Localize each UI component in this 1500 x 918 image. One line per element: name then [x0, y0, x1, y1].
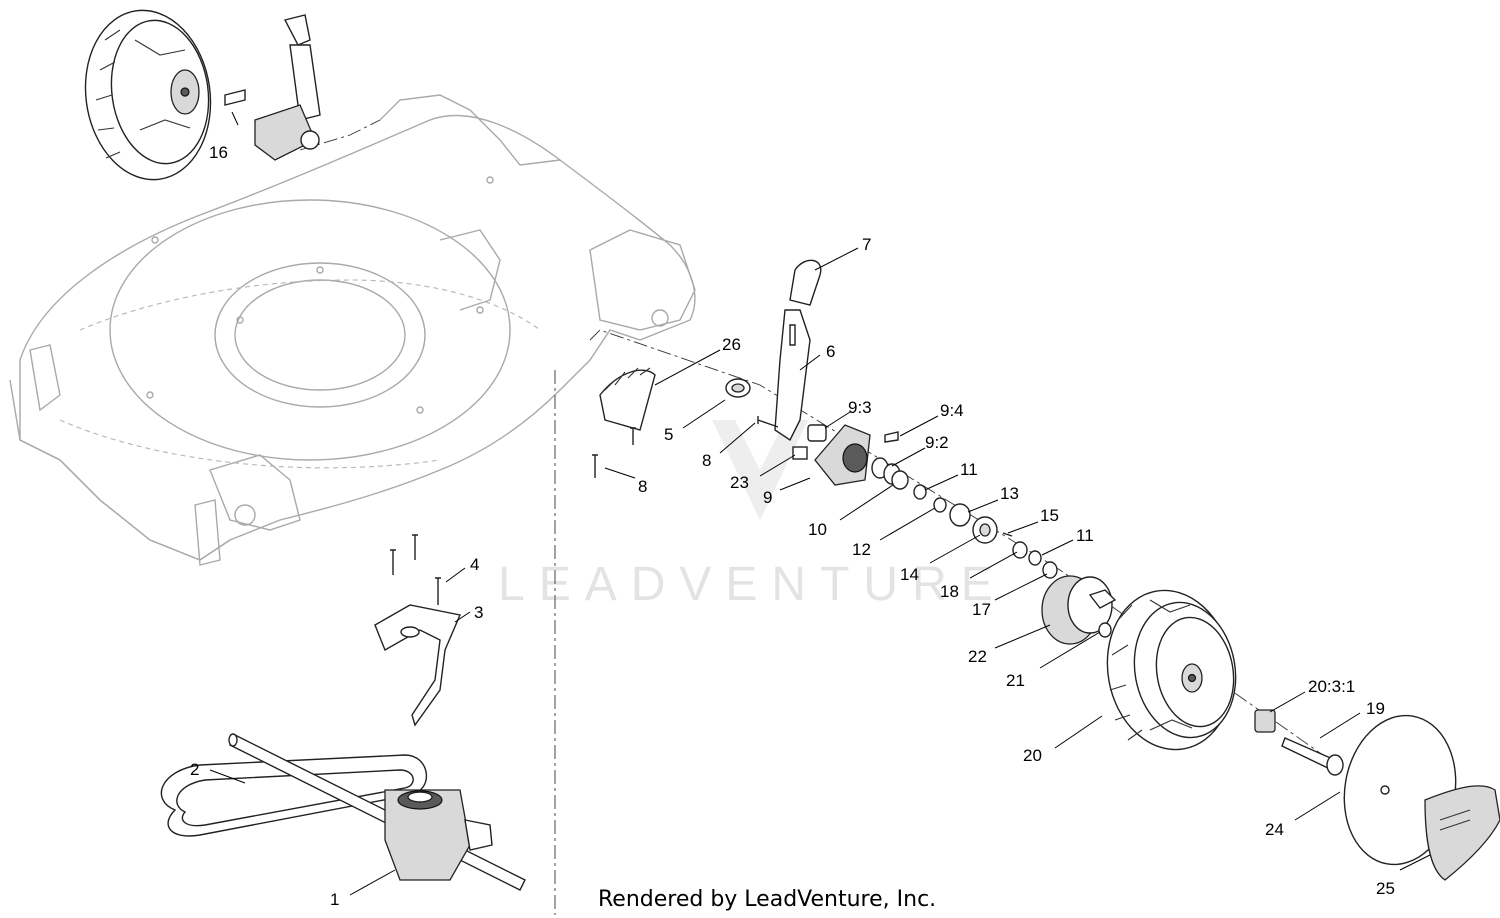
rear-wheel-20 [1106, 589, 1237, 751]
bolt-8-plate [630, 427, 636, 445]
clip-17 [1042, 561, 1058, 579]
top-left-wheel [84, 9, 212, 181]
callout-22: 22 [968, 647, 987, 666]
callout-5: 5 [664, 425, 673, 444]
callout-25: 25 [1376, 879, 1395, 898]
callout-8-bottom: 8 [638, 477, 647, 496]
callout-18: 18 [940, 582, 959, 601]
clip-12 [933, 497, 947, 513]
callout-9-2: 9:2 [925, 433, 949, 452]
wheel-gear-22 [1041, 575, 1117, 645]
callout-15: 15 [1040, 506, 1059, 525]
callout-8-middle: 8 [702, 451, 711, 470]
shoulder-bolt-19 [1281, 737, 1344, 776]
guide-line-top [299, 119, 381, 151]
bushing-20-3-1 [1254, 709, 1276, 733]
drive-belt [160, 754, 427, 837]
callout-17: 17 [972, 600, 991, 619]
credit-text: Rendered by LeadVenture, Inc. [598, 887, 936, 912]
mounting-bracket [374, 604, 461, 727]
bolt-8-left [592, 454, 598, 478]
pinion-14 [972, 516, 998, 544]
washer-11b [1028, 550, 1042, 566]
callout-20: 20 [1023, 746, 1042, 765]
callout-4: 4 [470, 555, 479, 574]
hub-cap-25 [1424, 785, 1500, 881]
mower-deck [9, 94, 696, 566]
callout-1: 1 [330, 890, 339, 909]
fitting-9-4 [884, 431, 899, 443]
callout-12: 12 [852, 540, 871, 559]
callout-24: 24 [1265, 820, 1284, 839]
transmission [384, 789, 493, 881]
callout-10: 10 [808, 520, 827, 539]
height-adjuster-lever [224, 14, 321, 161]
ring-13 [949, 503, 971, 527]
bracket-screws [390, 534, 441, 605]
callout-14: 14 [900, 565, 919, 584]
callout-23: 23 [730, 473, 749, 492]
bushing-9-3 [807, 424, 827, 442]
callout-21: 21 [1006, 671, 1025, 690]
bolt-8-lever [757, 416, 779, 428]
callout-19: 19 [1366, 699, 1385, 718]
callout-9: 9 [763, 488, 772, 507]
callout-20-3-1: 20:3:1 [1308, 677, 1355, 696]
watermark-text: LEADVENTURE [498, 558, 1007, 611]
callout-2: 2 [190, 760, 199, 779]
height-lever [774, 259, 822, 442]
spring-18 [1012, 541, 1028, 559]
washer-11 [913, 484, 927, 500]
callout-3: 3 [474, 603, 483, 622]
spacer-5 [725, 378, 751, 398]
pin-15 [1002, 532, 1013, 537]
callout-9-4: 9:4 [940, 401, 964, 420]
callout-13: 13 [1000, 484, 1019, 503]
nut-23 [792, 446, 808, 460]
callout-11-top: 11 [960, 460, 978, 479]
callout-26: 26 [722, 335, 741, 354]
callout-9-3: 9:3 [848, 398, 872, 417]
callout-7: 7 [862, 235, 871, 254]
callout-16: 16 [209, 143, 228, 162]
washer-10 [891, 470, 909, 490]
callout-11-bottom: 11 [1076, 526, 1094, 545]
callout-6: 6 [826, 342, 835, 361]
leader-lines [209, 111, 1431, 896]
pivot-bracket-9 [814, 424, 871, 486]
washer-21 [1098, 622, 1112, 638]
gear-plate [599, 367, 656, 431]
watermark-logo [712, 420, 808, 520]
